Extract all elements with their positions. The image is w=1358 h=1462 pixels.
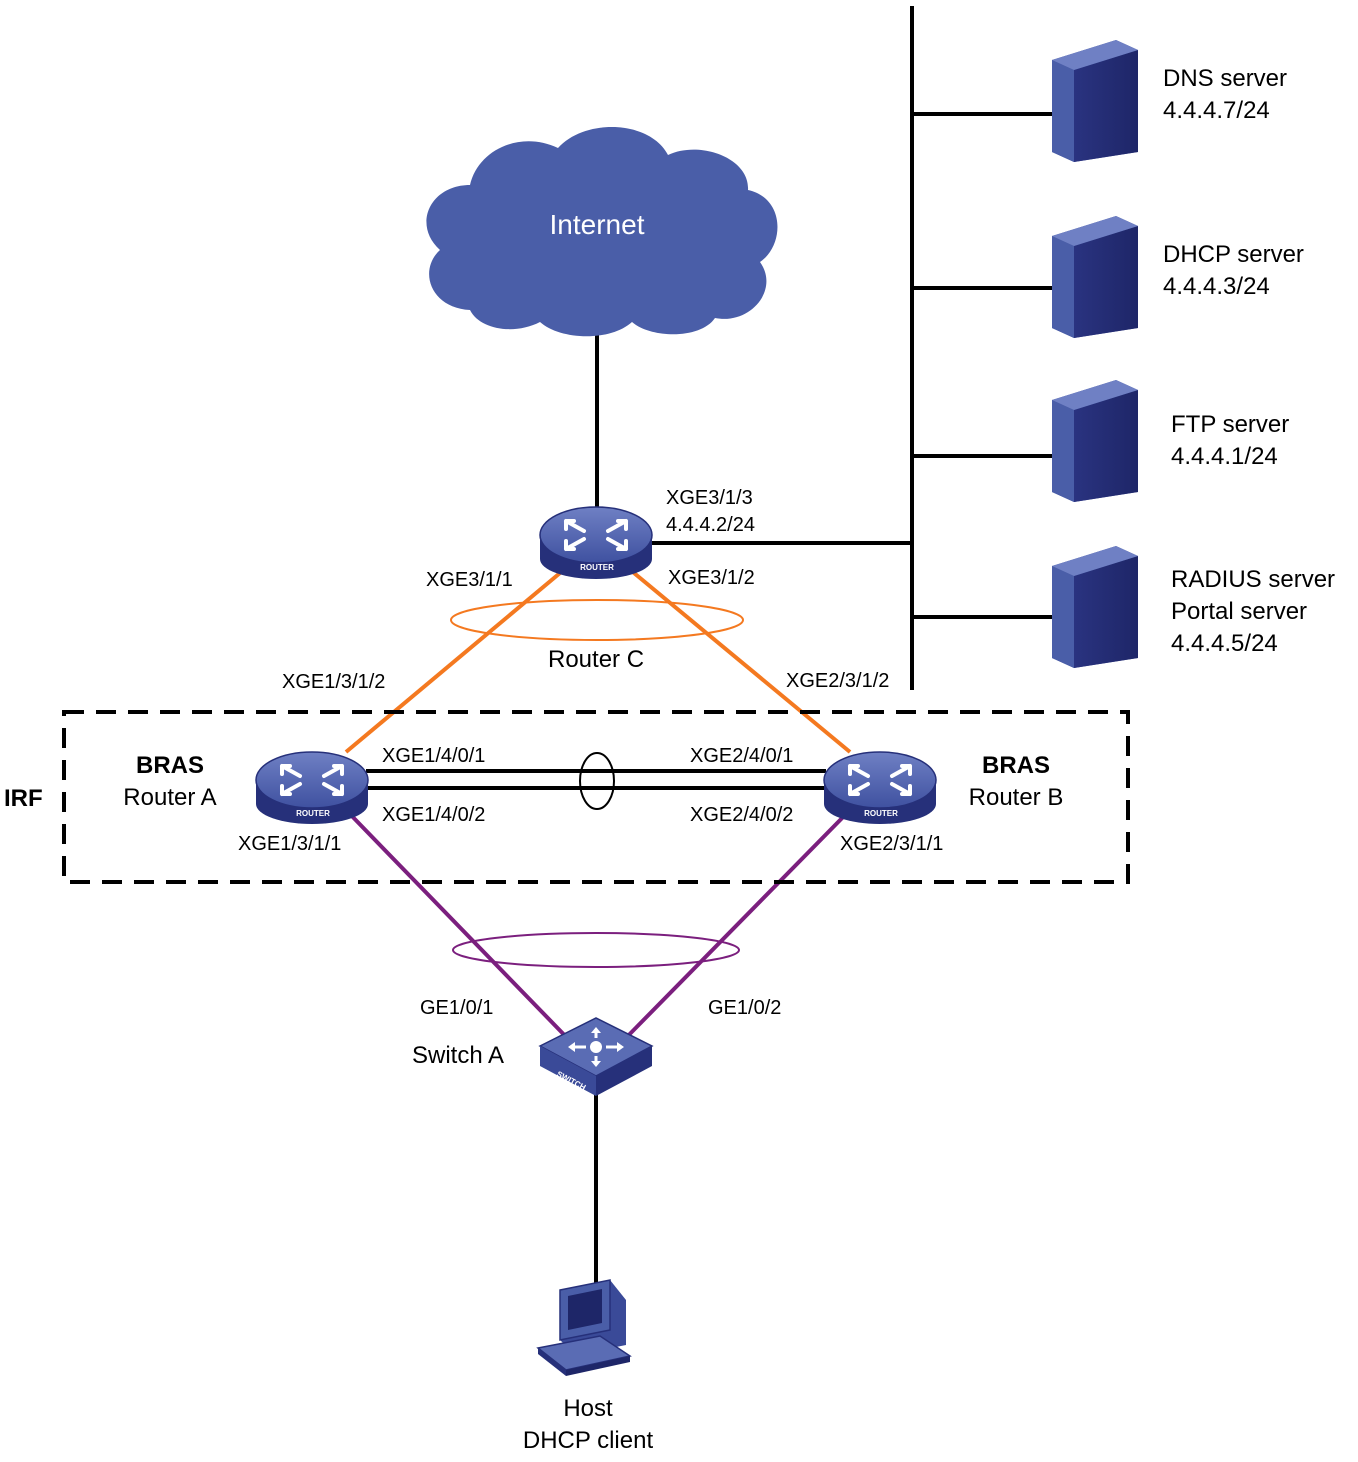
- router-b-irf2-port-label: XGE2/4/0/2: [690, 804, 793, 826]
- router-b-badge: ROUTER: [864, 809, 898, 818]
- ftp-server-name-label: FTP server: [1171, 411, 1289, 438]
- irf-label: IRF: [4, 785, 43, 812]
- router-b-irf1-port-label: XGE2/4/0/1: [690, 745, 793, 767]
- host-computer-icon: [536, 1279, 632, 1376]
- router-b-role-label: BRAS: [982, 752, 1050, 779]
- router-b-up-port-label: XGE2/3/1/2: [786, 670, 889, 692]
- internet-cloud-icon: [426, 127, 778, 337]
- switch-a-icon: [538, 1017, 654, 1096]
- router-a-name-label: Router A: [123, 784, 216, 811]
- link-router-b-switch-a: [616, 808, 852, 1048]
- radius-portal-server-ip-label: 4.4.4.5/24: [1171, 630, 1278, 657]
- router-b-icon: [823, 751, 937, 824]
- dhcp-server-name-label: DHCP server: [1163, 241, 1304, 268]
- dns-server-name-label: DNS server: [1163, 65, 1287, 92]
- router-c-right-port-label: XGE3/1/2: [668, 567, 755, 589]
- router-c-name-label: Router C: [548, 646, 644, 673]
- host-role-label: DHCP client: [523, 1427, 654, 1454]
- router-b-name-label: Router B: [969, 784, 1064, 811]
- router-c-left-port-label: XGE3/1/1: [426, 569, 513, 591]
- irf-group-box: [62, 710, 1130, 884]
- router-a-irf2-port-label: XGE1/4/0/2: [382, 804, 485, 826]
- irf-aggregation-ring: [579, 752, 615, 810]
- router-a-up-port-label: XGE1/3/1/2: [282, 671, 385, 693]
- radius-portal-server-icon: [1052, 546, 1138, 668]
- router-c-uplink-ip-label: 4.4.4.2/24: [666, 514, 755, 536]
- ftp-server-ip-label: 4.4.4.1/24: [1171, 443, 1278, 470]
- router-c-badge: ROUTER: [580, 563, 614, 572]
- router-a-role-label: BRAS: [136, 752, 204, 779]
- link-router-c-router-a: [344, 566, 568, 754]
- switch-a-name-label: Switch A: [412, 1042, 504, 1069]
- router-b-down-port-label: XGE2/3/1/1: [840, 833, 943, 855]
- router-a-irf1-port-label: XGE1/4/0/1: [382, 745, 485, 767]
- dns-server-ip-label: 4.4.4.7/24: [1163, 97, 1270, 124]
- router-a-icon: [255, 751, 369, 824]
- aggregation-ring-downlink: [452, 932, 740, 968]
- switch-a-left-port-label: GE1/0/1: [420, 997, 493, 1019]
- internet-label: Internet: [550, 209, 645, 240]
- dhcp-server-ip-label: 4.4.4.3/24: [1163, 273, 1270, 300]
- dhcp-server-icon: [1052, 216, 1138, 338]
- router-c-uplink-port-label: XGE3/1/3: [666, 487, 753, 509]
- aggregation-ring-uplink: [450, 599, 744, 641]
- link-router-c-router-b: [626, 566, 852, 754]
- portal-server-name-label: Portal server: [1171, 598, 1307, 625]
- router-a-down-port-label: XGE1/3/1/1: [238, 833, 341, 855]
- dns-server-icon: [1052, 40, 1138, 162]
- switch-a-right-port-label: GE1/0/2: [708, 997, 781, 1019]
- link-router-a-switch-a: [344, 808, 577, 1048]
- ftp-server-icon: [1052, 380, 1138, 502]
- radius-server-name-label: RADIUS server: [1171, 566, 1335, 593]
- router-c-icon: [539, 506, 653, 579]
- router-a-badge: ROUTER: [296, 809, 330, 818]
- links: [62, 6, 1130, 1290]
- host-name-label: Host: [563, 1395, 613, 1422]
